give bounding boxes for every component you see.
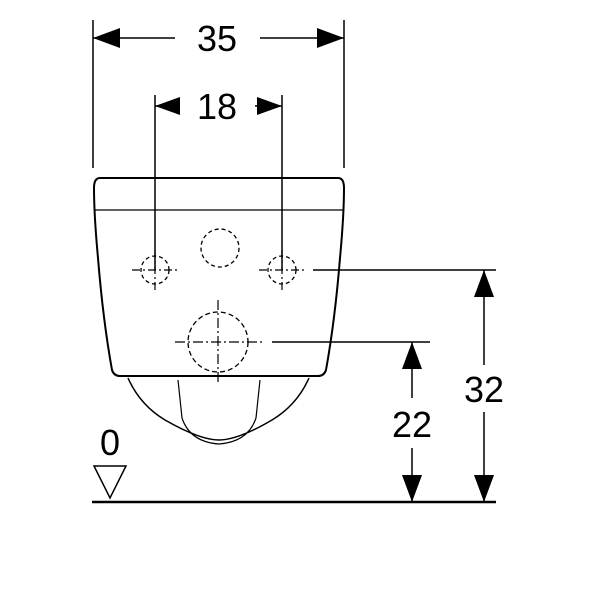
floor-level-label: 0 [100,422,120,463]
toilet-body [92,177,346,445]
mounting-holes [132,228,305,385]
hole-spacing-label: 18 [197,86,237,127]
arrow-icon [93,28,120,48]
ceramic-outline [92,177,346,377]
overall-width-label: 35 [197,18,237,59]
lower-height-dimension: 22 [272,341,432,502]
center-hole-dashed [200,228,240,268]
floor-reference: 0 [92,422,496,504]
overall-width-dimension: 35 [92,18,345,168]
hole-spacing-dimension: 18 [154,86,283,270]
arrow-icon [474,475,494,502]
arrow-icon [474,270,494,297]
upper-height-dimension: 32 [313,269,504,502]
arrow-icon [402,342,422,369]
triangle-level-icon [92,465,128,500]
arrow-icon [155,97,180,115]
outlet-outline [177,379,261,445]
arrow-icon [317,28,344,48]
arrow-icon [257,97,282,115]
upper-height-label: 32 [464,369,504,410]
lower-height-label: 22 [392,404,432,445]
arrow-icon [402,475,422,502]
bowl-bottom-outline [127,377,310,441]
